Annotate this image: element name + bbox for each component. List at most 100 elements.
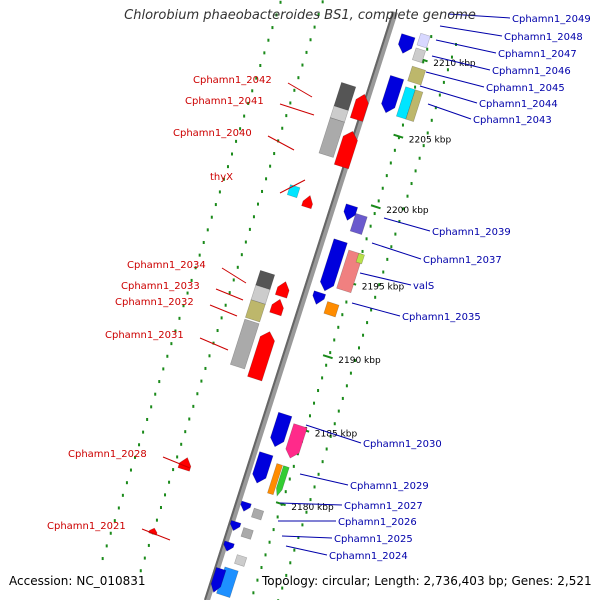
track-dot	[329, 351, 332, 355]
track-dot	[147, 543, 150, 547]
track-dot	[309, 38, 312, 42]
track-dot	[281, 126, 284, 130]
gene-label-right: Cphamn1_2037	[423, 255, 502, 266]
track-dot	[251, 89, 254, 93]
track-dot	[210, 215, 213, 219]
track-dot	[341, 396, 344, 400]
scale-label: 2210 kbp	[433, 59, 476, 69]
track-dot	[325, 363, 328, 367]
track-dot	[410, 182, 413, 186]
track-dot	[256, 202, 259, 206]
track-dot	[200, 379, 203, 383]
leader-line	[425, 71, 485, 88]
track-dot	[170, 342, 173, 346]
track-dot	[232, 278, 235, 282]
scale-label: 2190 kbp	[338, 356, 381, 366]
track-dot	[289, 561, 292, 565]
track-dot	[301, 523, 304, 527]
scale-tick	[275, 501, 286, 507]
leader-line	[209, 304, 238, 317]
track-dot	[305, 50, 308, 54]
track-dot	[401, 123, 404, 127]
track-dot	[109, 531, 112, 535]
gene-label-right: Cphamn1_2048	[504, 32, 583, 43]
track-dot	[240, 253, 243, 257]
gene-cphamn1-2032	[269, 298, 284, 317]
track-dot	[260, 566, 263, 570]
gene-block	[216, 566, 239, 598]
leader-line	[383, 217, 431, 232]
track-dot	[377, 199, 380, 203]
track-dot	[134, 455, 137, 459]
track-dot	[243, 114, 246, 118]
gene-cphamn1-2033	[274, 281, 290, 299]
gene-label-right: Cphamn1_2043	[473, 115, 552, 126]
gene-label-right: Cphamn1_2039	[432, 227, 511, 238]
track-dot	[321, 376, 324, 380]
track-dot	[196, 392, 199, 396]
track-dot	[337, 409, 340, 413]
track-dot	[426, 131, 429, 135]
gene-cphamn1-2032b	[245, 299, 266, 323]
track-dot	[190, 278, 193, 282]
gene-label-right: Cphamn1_2044	[479, 99, 558, 110]
track-dot	[101, 557, 104, 561]
gene-thyx	[286, 184, 301, 199]
track-dot	[353, 359, 356, 363]
gene-cphamn1-2031	[229, 318, 260, 370]
track-dot	[248, 227, 251, 231]
track-dot	[154, 392, 157, 396]
track-dot	[121, 493, 124, 497]
gene-cphamn1-2031b	[247, 331, 275, 382]
track-dot	[204, 366, 207, 370]
track-dot	[224, 303, 227, 307]
gene-cphamn1-2040	[318, 117, 345, 158]
gene-label-left: Cphamn1_2033	[121, 281, 200, 292]
track-dot	[236, 265, 239, 269]
track-dot	[259, 64, 262, 68]
gene-cphamn1-2040b	[333, 130, 358, 170]
track-dot	[129, 468, 132, 472]
track-dot	[308, 414, 311, 418]
track-dot	[366, 321, 369, 325]
track-dot	[442, 80, 445, 84]
track-dot	[186, 291, 189, 295]
track-dot	[446, 68, 449, 72]
track-dot	[174, 329, 177, 333]
track-dot	[216, 329, 219, 333]
track-dot	[188, 417, 191, 421]
track-dot	[293, 88, 296, 92]
track-dot	[390, 245, 393, 249]
gene-thyx-b	[301, 194, 313, 210]
track-dot	[313, 401, 316, 405]
track-dot	[389, 161, 392, 165]
gene-cphamn1-2041	[349, 93, 369, 122]
track-dot	[293, 548, 296, 552]
track-dot	[263, 51, 266, 55]
leader-line	[305, 424, 362, 444]
gene-label-left: Cphamn1_2031	[105, 330, 184, 341]
track-dot	[406, 194, 409, 198]
leader-line	[141, 528, 171, 541]
leader-line	[351, 302, 401, 317]
gene-cphamn1-2039b	[349, 212, 368, 236]
track-dot	[422, 144, 425, 148]
track-dot	[176, 455, 179, 459]
leader-line	[359, 272, 412, 286]
gene-label-right: Cphamn1_2045	[486, 83, 565, 94]
gene-label-left: thyX	[210, 172, 233, 183]
track-dot	[268, 540, 271, 544]
scale-tick	[393, 133, 404, 139]
scale-label: 2205 kbp	[409, 136, 452, 146]
gene-cphamn1-2027b	[251, 507, 265, 521]
gene-label-right: Cphamn1_2026	[338, 517, 417, 528]
track-dot	[239, 127, 242, 131]
gene-label-right: Cphamn1_2025	[334, 534, 413, 545]
scale-label: 2195 kbp	[362, 283, 405, 293]
track-dot	[450, 55, 453, 59]
track-dot	[397, 136, 400, 140]
track-dot	[317, 12, 320, 16]
gene-label-right: valS	[413, 281, 434, 292]
track-dot	[365, 237, 368, 241]
gene-cphamn1-2030b	[285, 423, 308, 459]
